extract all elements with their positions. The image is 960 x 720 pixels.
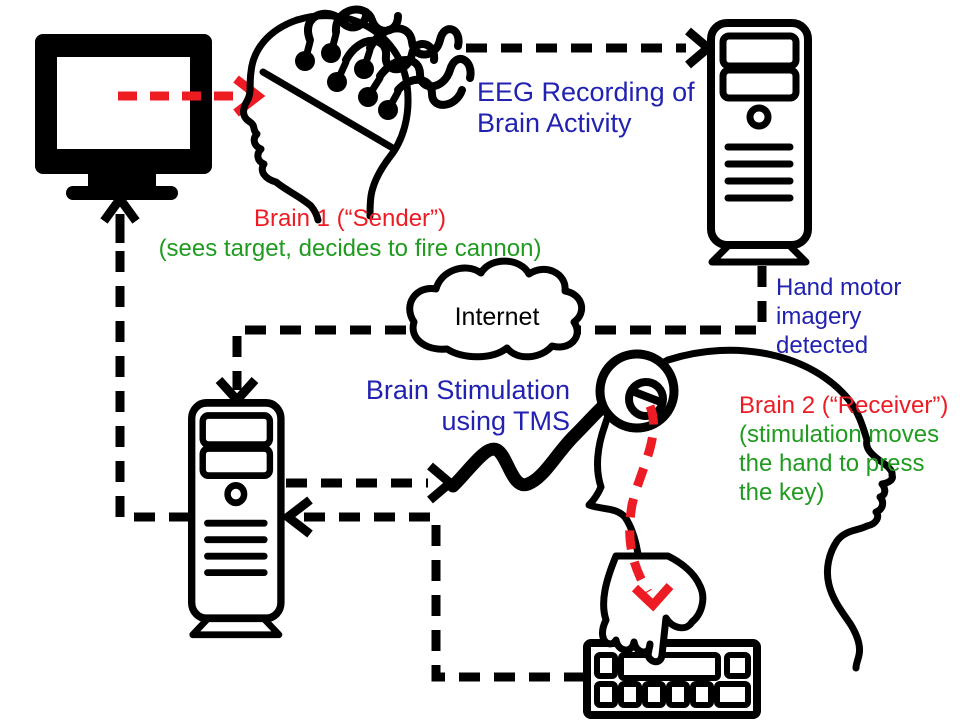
hand-motor-label: Hand motor imagery detected (776, 273, 901, 360)
eeg-recording-line2: Brain Activity (477, 108, 632, 138)
eeg-recording-line1: EEG Recording of (477, 77, 695, 107)
sender-head-eeg-icon (240, 5, 475, 224)
hand-motor-line1: Hand motor (776, 274, 902, 301)
tms-line2: using TMS (441, 406, 570, 436)
brain2-caption2: the hand to press (739, 450, 925, 477)
hand-motor-line3: detected (776, 332, 869, 359)
hand-motor-line2: imagery (776, 303, 862, 330)
brain2-caption1: (stimulation moves (739, 421, 940, 448)
brain1-label: Brain 1 (“Sender”) (sees target, decides… (120, 204, 580, 264)
brain2-caption3: the key) (739, 479, 825, 506)
monitor-icon (35, 34, 212, 200)
arrow-coil-to-hand (625, 404, 674, 612)
tms-coil-icon (595, 349, 679, 433)
brain2-title: Brain 2 (“Receiver”) (739, 392, 949, 419)
tms-cable (446, 392, 618, 493)
computer-tower-right-icon (711, 23, 808, 262)
eeg-wires (304, 5, 475, 109)
internet-label: Internet (454, 303, 540, 331)
arrow-keyboard-to-computer (280, 496, 585, 682)
internet-cloud-icon (406, 257, 586, 361)
brain2-label: Brain 2 (“Receiver”) (stimulation moves … (739, 391, 960, 507)
tms-line1: Brain Stimulation (365, 375, 570, 405)
tms-label: Brain Stimulation using TMS (320, 375, 570, 437)
eeg-electrodes (295, 30, 402, 120)
brain1-caption: (sees target, decides to fire cannon) (158, 235, 542, 262)
computer-tower-left-icon (192, 403, 281, 635)
arrow-computer-to-tms (286, 462, 457, 504)
eeg-cap-band (259, 68, 395, 151)
arrow-sender-to-computer (466, 27, 715, 69)
eeg-recording-label: EEG Recording of Brain Activity (477, 77, 747, 139)
brain1-title: Brain 1 (“Sender”) (253, 205, 447, 232)
keyboard-icon (583, 639, 761, 719)
